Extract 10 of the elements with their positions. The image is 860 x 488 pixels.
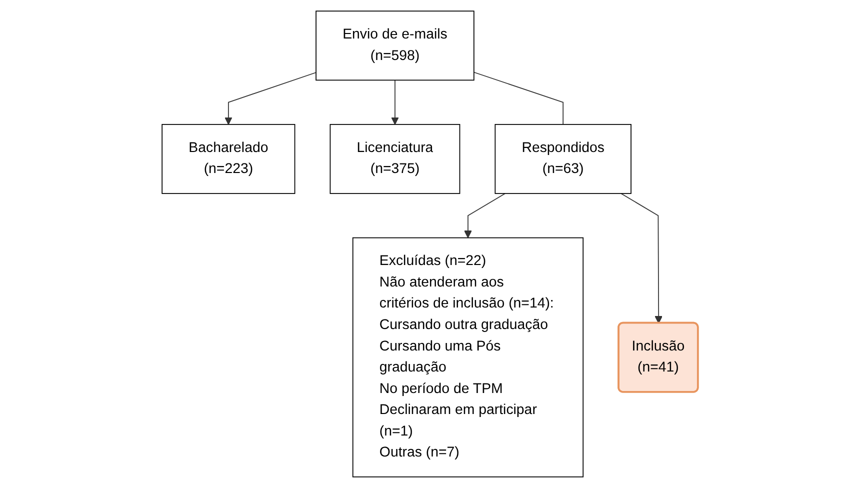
arrow xyxy=(224,72,316,125)
arrow xyxy=(620,193,663,324)
node-box: Envio de e-mails (n=598) xyxy=(316,10,474,81)
arrow xyxy=(391,80,399,125)
connector xyxy=(473,72,564,125)
node-box: Licenciatura (n=375) xyxy=(330,124,460,194)
arrow xyxy=(464,193,506,238)
node-box: Excluídas (n=22) Não atenderam aos critérios de inclusão (n=14): Cursando outra graduação Cursando uma Pós graduação No período de TPM Declinaram em participar (n=1) Outras (n=7) xyxy=(352,237,584,478)
node-box: Bacharelado (n=223) xyxy=(162,124,296,194)
node-box: Respondidos (n=63) xyxy=(494,124,632,194)
